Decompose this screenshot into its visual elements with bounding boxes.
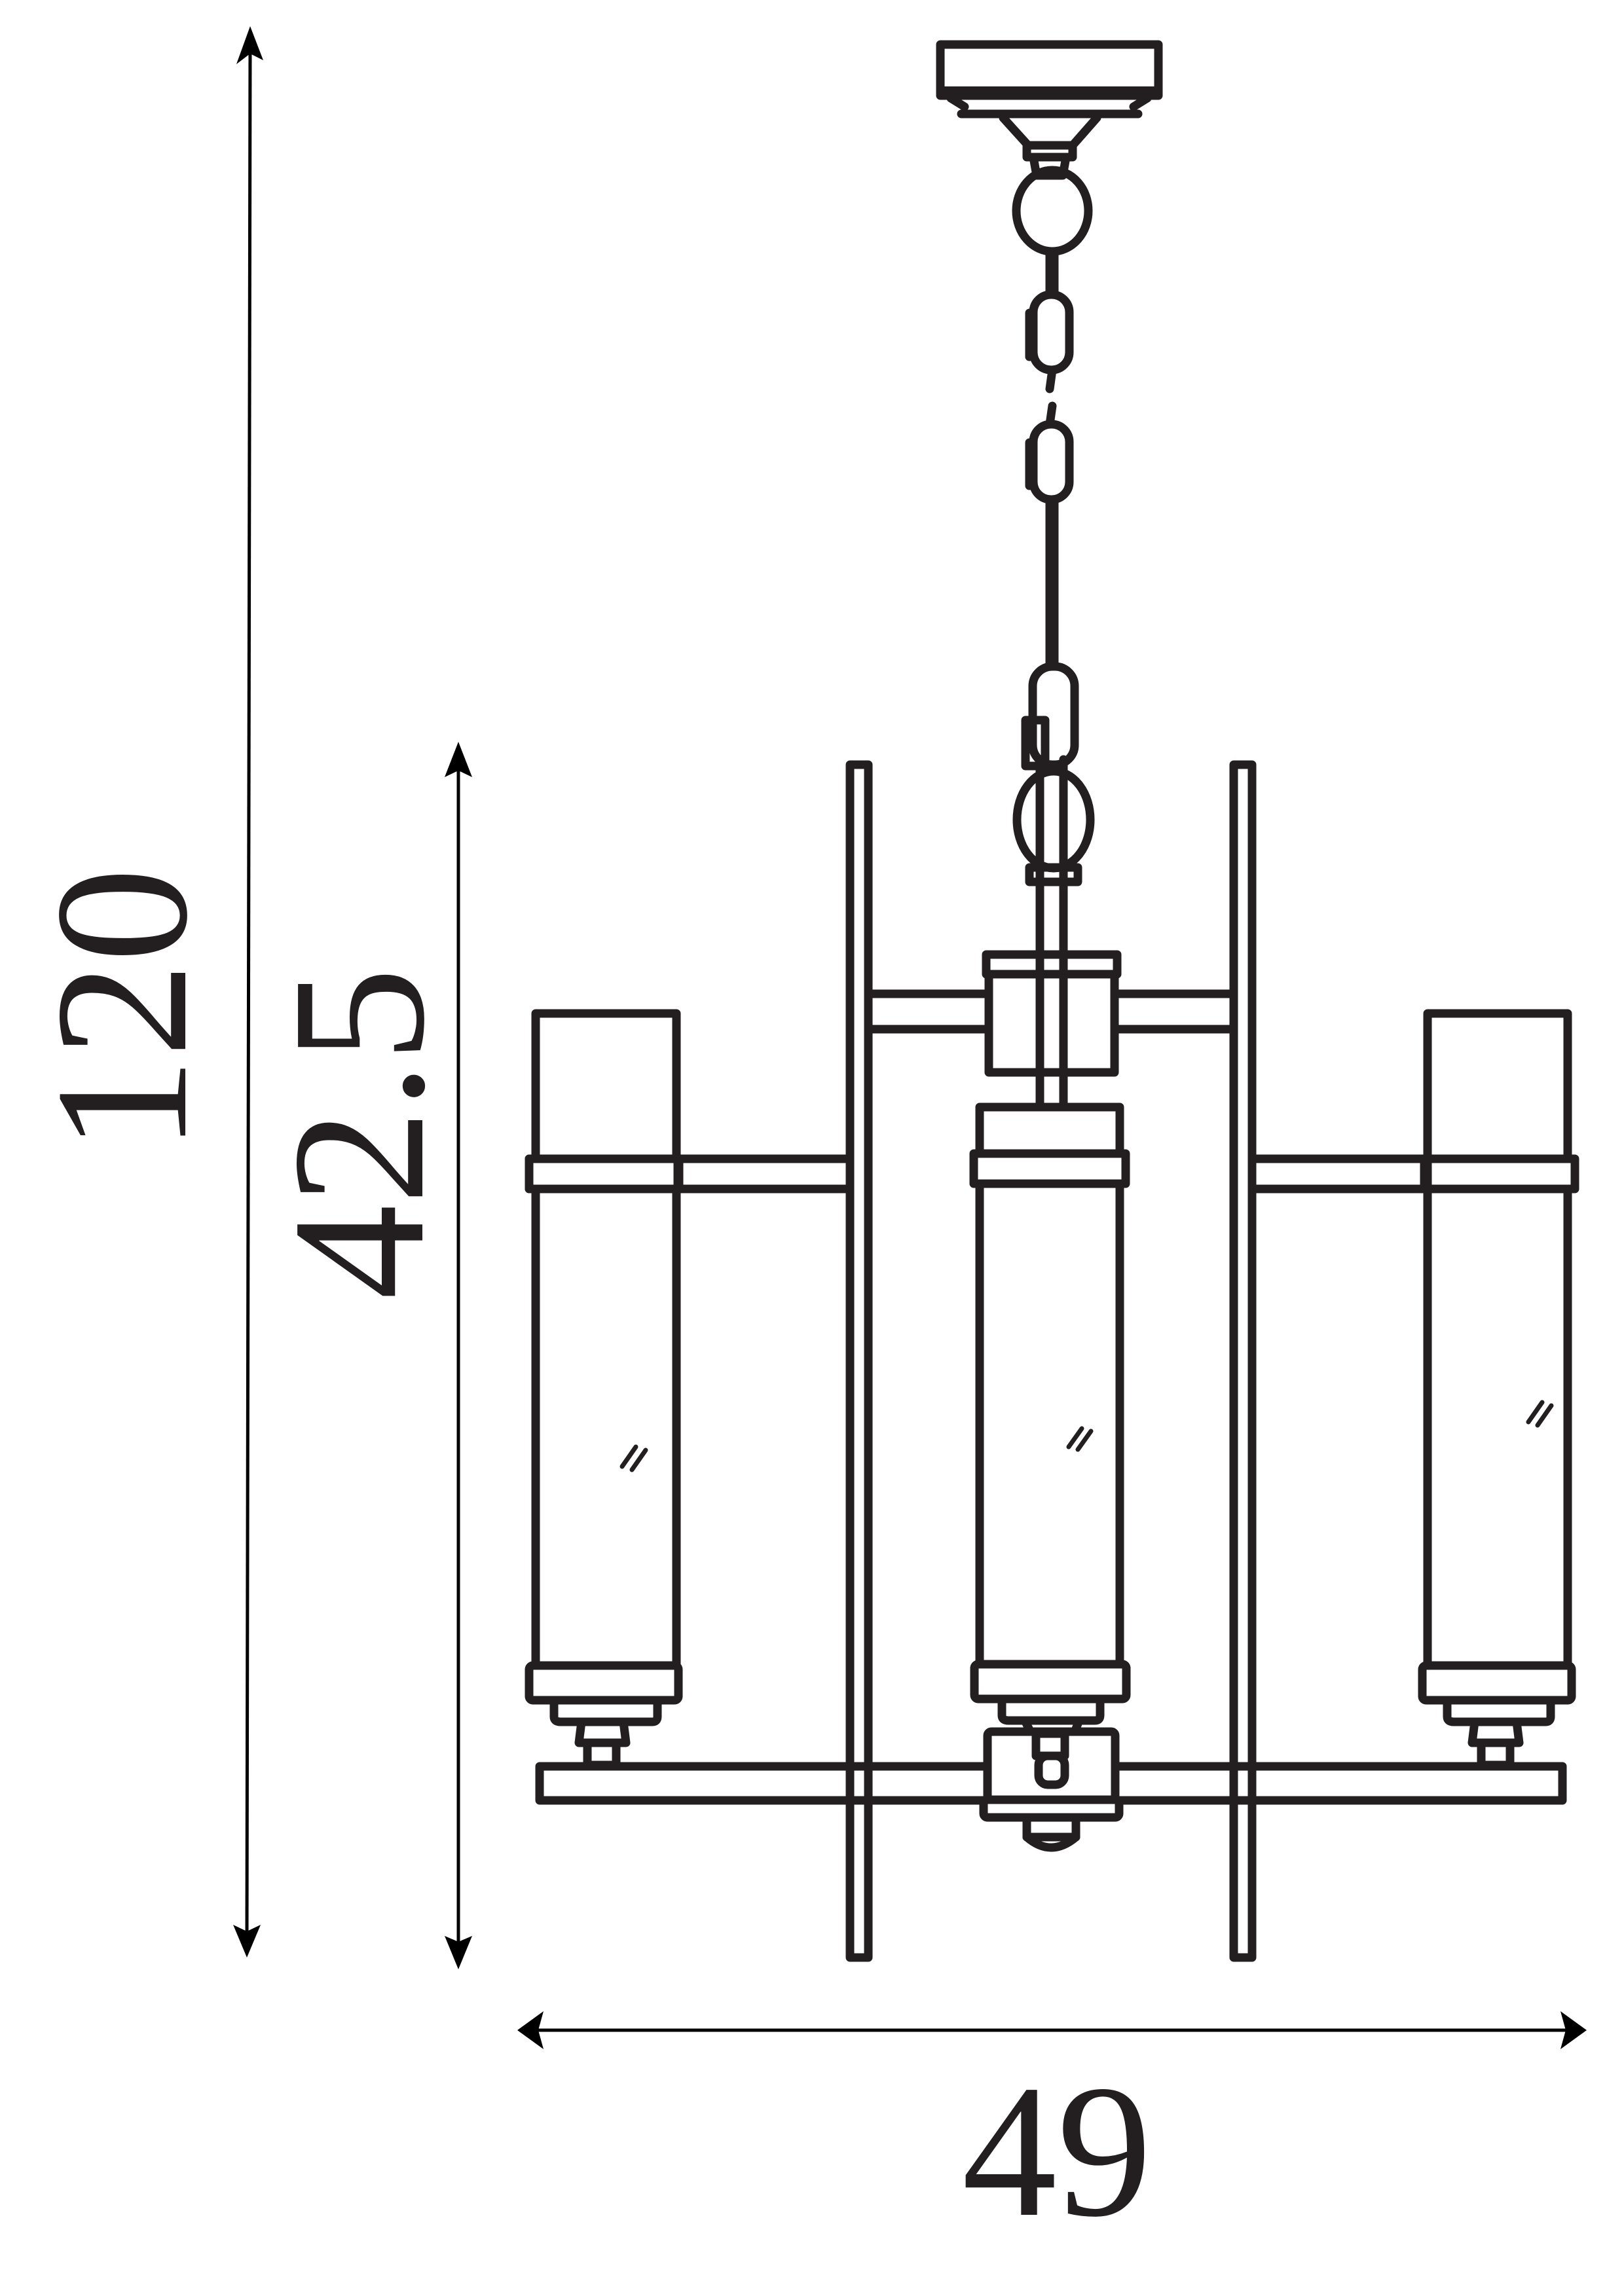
ceiling-canopy [936, 40, 1163, 180]
vertical-frame-post-right [1229, 760, 1257, 1962]
dimension-label-total-height: 120 [16, 867, 227, 1152]
glass-glint-icon [619, 1444, 648, 1472]
vertical-frame-post-left [845, 760, 873, 1962]
candle-shade-right [1418, 1009, 1579, 1770]
glass-glint-icon [1526, 1400, 1554, 1428]
arrow-left-icon [517, 2011, 544, 2049]
top-hub [982, 950, 1122, 1111]
dimension-label-width: 49 [962, 2046, 1152, 2256]
dimension-body-height: 42.5 [253, 742, 472, 1969]
suspension-chain [1012, 166, 1095, 886]
arrow-down-icon [233, 1925, 261, 1958]
arrow-down-icon [445, 1936, 472, 1969]
arrow-up-icon [236, 26, 263, 64]
candle-shade-center [969, 1102, 1131, 1738]
dimension-total-height: 120 [16, 26, 263, 1958]
arrow-up-icon [445, 742, 472, 777]
bottom-hub [979, 1727, 1124, 1822]
bottom-finial [1022, 1813, 1080, 1852]
dimension-width: 49 [517, 2011, 1587, 2256]
candle-shade-left [525, 1009, 684, 1770]
glass-glint-icon [1066, 1426, 1094, 1452]
arrow-right-icon [1560, 2011, 1587, 2049]
dimension-label-body-height: 42.5 [253, 968, 464, 1300]
